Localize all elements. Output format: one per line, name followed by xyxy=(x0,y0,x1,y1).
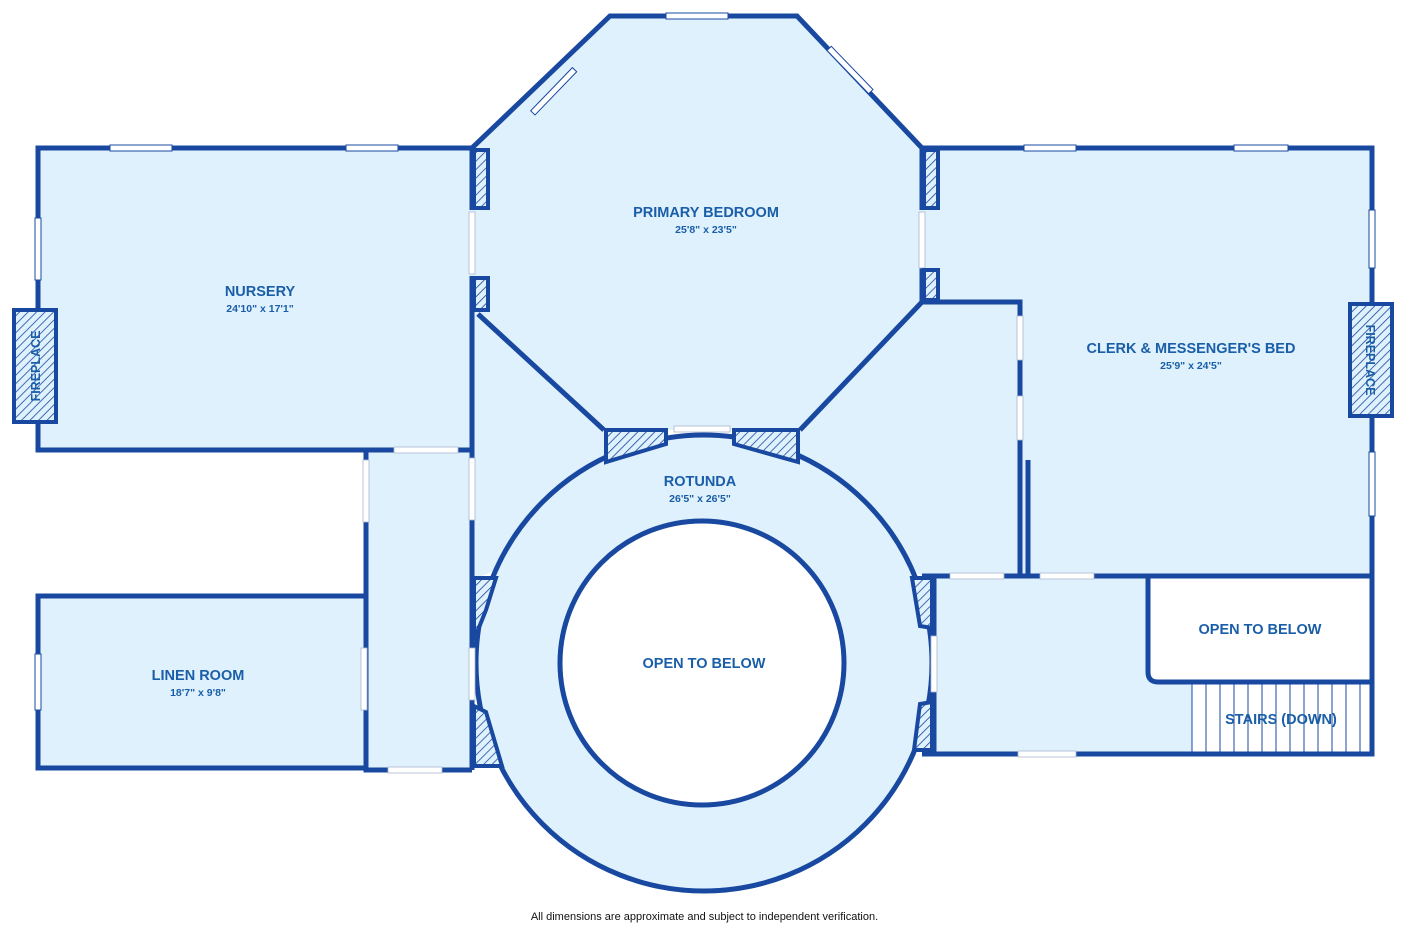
door-opening xyxy=(1016,315,1024,361)
door-openings xyxy=(360,211,1095,774)
column xyxy=(472,276,490,312)
door-opening xyxy=(360,647,368,711)
open-to-below-right-void xyxy=(1148,578,1372,682)
stairs-area xyxy=(1191,683,1373,753)
nursery-name: NURSERY xyxy=(225,284,296,300)
door-opening xyxy=(468,211,476,275)
primary-bedroom-name: PRIMARY BEDROOM xyxy=(633,205,779,221)
door-opening xyxy=(387,766,443,774)
window xyxy=(345,144,399,152)
clerk-bed-dim: 25'9" x 24'5" xyxy=(1160,360,1222,372)
linen-room-name: LINEN ROOM xyxy=(152,668,245,684)
door-opening xyxy=(393,446,459,454)
columns xyxy=(472,148,940,768)
door-opening xyxy=(1017,750,1077,758)
column xyxy=(922,268,940,302)
door-opening xyxy=(1016,395,1024,441)
primary-bedroom-floor xyxy=(472,16,922,430)
door-opening xyxy=(918,211,926,269)
window xyxy=(34,217,42,281)
door-opening xyxy=(362,459,370,523)
column xyxy=(604,428,668,465)
window xyxy=(1368,451,1376,517)
door-opening xyxy=(468,647,476,701)
fireplace-left xyxy=(12,308,58,424)
west-hall-floor xyxy=(472,310,604,580)
open-to-below-center-label: OPEN TO BELOW xyxy=(643,656,766,672)
disclaimer: All dimensions are approximate and subje… xyxy=(530,911,879,923)
open-voids xyxy=(560,521,1372,805)
fireplace-right-label: FIREPLACE xyxy=(1363,325,1377,396)
column xyxy=(732,428,800,465)
window xyxy=(109,144,173,152)
primary-bedroom-dim: 25'8" x 23'5" xyxy=(675,224,737,236)
column xyxy=(922,148,940,210)
door-opening xyxy=(673,425,731,433)
open-to-below-ring xyxy=(557,518,847,808)
bedroom-diag-west xyxy=(476,312,606,432)
fireplace-left-label: FIREPLACE xyxy=(29,331,43,402)
door-opening xyxy=(930,635,938,693)
column xyxy=(909,576,934,631)
stairs-label: STAIRS (DOWN) xyxy=(1225,712,1337,728)
rotunda-name: ROTUNDA xyxy=(664,474,737,490)
fireplace-right xyxy=(1348,302,1394,418)
west-corridor-floor xyxy=(366,450,472,770)
column xyxy=(472,148,490,210)
rotunda-dim: 26'5" x 26'5" xyxy=(669,493,731,505)
open-to-below-void xyxy=(560,521,844,805)
column xyxy=(472,702,505,768)
window xyxy=(826,45,874,95)
nursery-floor xyxy=(38,148,472,450)
linen-room-dim: 18'7" x 9'8" xyxy=(170,687,226,699)
clerk-bed-name: CLERK & MESSENGER'S BED xyxy=(1087,341,1296,357)
window xyxy=(1023,144,1077,152)
door-opening xyxy=(1039,572,1095,580)
column xyxy=(472,576,499,641)
windows xyxy=(34,12,1376,711)
stairs xyxy=(1191,683,1373,753)
linen-room-floor xyxy=(38,596,364,768)
window xyxy=(34,653,42,711)
window xyxy=(1233,144,1289,152)
window xyxy=(665,12,729,20)
open-to-below-right-wall xyxy=(1145,578,1372,685)
door-opening xyxy=(468,457,476,521)
column xyxy=(911,699,934,752)
bedroom-diag-east xyxy=(798,300,924,432)
door-opening xyxy=(949,572,1005,580)
window xyxy=(529,66,578,116)
room-labels: NURSERY 24'10" x 17'1" PRIMARY BEDROOM 2… xyxy=(152,205,1337,728)
nursery-dim: 24'10" x 17'1" xyxy=(226,303,294,315)
fireplaces: FIREPLACE FIREPLACE xyxy=(12,302,1394,424)
open-to-below-right-label: OPEN TO BELOW xyxy=(1199,622,1322,638)
window xyxy=(1368,209,1376,269)
